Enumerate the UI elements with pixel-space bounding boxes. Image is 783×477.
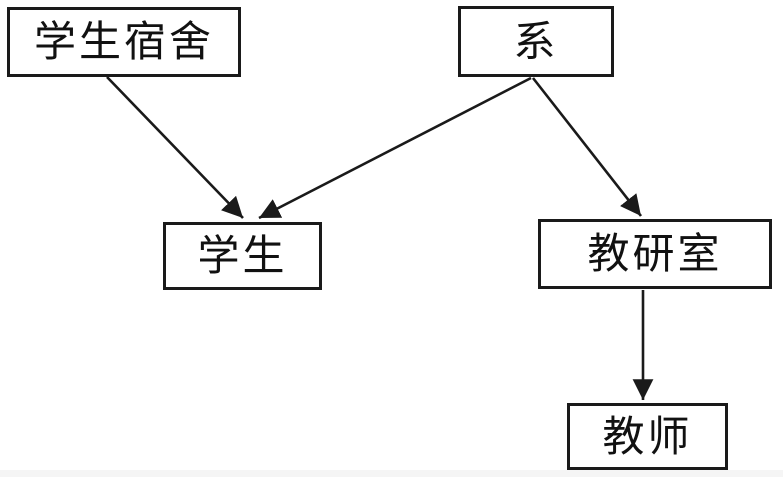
node-dormitory-label: 学生宿舍 <box>33 20 214 66</box>
node-student: 学生 <box>163 222 322 290</box>
arrow-dormitory-to-student <box>106 76 244 219</box>
arrow-department-to-student <box>258 76 532 220</box>
node-research-office-label: 教研室 <box>587 232 723 278</box>
node-teacher: 教师 <box>567 403 728 470</box>
node-teacher-label: 教师 <box>602 414 693 461</box>
node-department-label: 系 <box>513 19 559 66</box>
node-research-office: 教研室 <box>538 219 772 289</box>
node-student-label: 学生 <box>197 234 288 280</box>
node-department: 系 <box>458 6 614 77</box>
node-dormitory: 学生宿舍 <box>7 7 241 77</box>
arrow-department-to-research-office <box>531 77 643 217</box>
bottom-strip <box>0 470 783 477</box>
